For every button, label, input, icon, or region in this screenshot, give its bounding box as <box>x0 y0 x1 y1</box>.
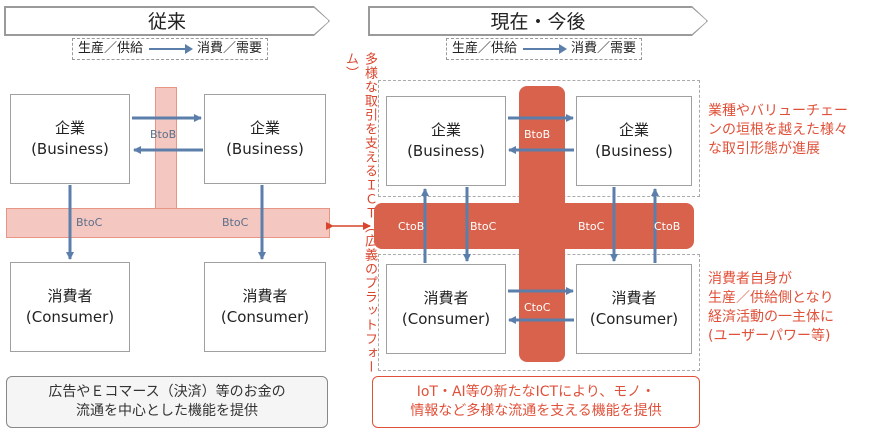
left-header: 従来 <box>5 7 329 35</box>
legend-right: 生産／供給 消費／需要 <box>446 38 642 60</box>
box-label: 消費者 <box>611 289 657 307</box>
legend-to: 消費／需要 <box>197 41 263 56</box>
legend-arrow-icon <box>149 44 193 54</box>
box-label: 企業 <box>430 121 461 139</box>
left-btoc-tag-1: BtoC <box>76 216 103 229</box>
left-btob-tag: BtoB <box>150 128 177 141</box>
legend-to: 消費／需要 <box>571 41 637 56</box>
left-enterprise-box-2: 企業 (Business) <box>204 94 326 184</box>
box-sublabel: (Consumer) <box>401 310 491 328</box>
right-ctob-tag-1: CtoB <box>398 220 425 233</box>
right-btob-tag: BtoB <box>524 128 551 141</box>
right-horizontal-band <box>374 203 694 249</box>
right-note-bottom: 消費者自身が 生産／供給側となり 経済活動の一主体に (ユーザーパワー等) <box>708 270 878 346</box>
right-ctob-tag-2: CtoB <box>654 220 681 233</box>
box-label: 消費者 <box>423 289 469 307</box>
right-btoc-tag-1: BtoC <box>470 220 497 233</box>
note-line: ンの垣根を越えた様々 <box>708 122 848 138</box>
box-sublabel: (Consumer) <box>220 308 310 326</box>
left-enterprise-box-1: 企業 (Business) <box>10 94 130 184</box>
left-consumer-box-1: 消費者 (Consumer) <box>10 262 130 352</box>
legend-from: 生産／供給 <box>451 41 517 56</box>
summary-line: 流通を中心とした機能を提供 <box>76 403 258 419</box>
left-bottom-summary: 広告やＥコマース（決済）等のお金の 流通を中心とした機能を提供 <box>6 376 328 428</box>
right-bottom-summary: IoT・AI等の新たなICTにより、モノ・ 情報など多様な流通を支える機能を提供 <box>372 376 700 428</box>
right-consumer-box-2: 消費者 (Consumer) <box>576 264 692 354</box>
left-consumer-box-2: 消費者 (Consumer) <box>204 262 326 352</box>
right-btoc-tag-2: BtoC <box>578 220 605 233</box>
note-line: 業種やバリューチェー <box>708 103 848 119</box>
note-line: 消費者自身が <box>708 271 792 287</box>
box-label: 企業 <box>618 121 649 139</box>
box-sublabel: (Consumer) <box>589 310 679 328</box>
right-enterprise-box-2: 企業 (Business) <box>576 96 692 186</box>
note-line: な取引形態が進展 <box>708 141 820 157</box>
left-btoc-tag-2: BtoC <box>222 216 249 229</box>
summary-line: IoT・AI等の新たなICTにより、モノ・ <box>416 384 656 400</box>
box-sublabel: (Business) <box>407 142 485 160</box>
right-consumer-box-1: 消費者 (Consumer) <box>386 264 506 354</box>
box-sublabel: (Consumer) <box>25 308 115 326</box>
right-header: 現在・今後 <box>369 7 707 35</box>
box-label: 企業 <box>54 119 85 137</box>
note-line: 生産／供給側となり <box>708 290 834 306</box>
legend-from: 生産／供給 <box>77 41 143 56</box>
summary-line: 広告やＥコマース（決済）等のお金の <box>48 384 286 400</box>
box-sublabel: (Business) <box>31 140 109 158</box>
box-sublabel: (Business) <box>226 140 304 158</box>
legend-left: 生産／供給 消費／需要 <box>72 38 268 60</box>
right-enterprise-box-1: 企業 (Business) <box>386 96 506 186</box>
ict-platform-vertical-note: 多様な取引を支えるＩＣＴ（広義のプラットフォーム） <box>343 52 377 374</box>
right-ctoc-tag: CtoC <box>524 301 551 314</box>
box-sublabel: (Business) <box>595 142 673 160</box>
note-line: 経済活動の一主体に <box>708 309 834 325</box>
left-horizontal-band <box>6 208 330 238</box>
right-note-top: 業種やバリューチェー ンの垣根を越えた様々 な取引形態が進展 <box>708 102 878 159</box>
summary-line: 情報など多様な流通を支える機能を提供 <box>410 403 662 419</box>
legend-arrow-icon <box>523 44 567 54</box>
box-label: 消費者 <box>47 287 93 305</box>
note-line: (ユーザーパワー等) <box>708 328 831 344</box>
box-label: 消費者 <box>242 287 288 305</box>
box-label: 企業 <box>249 119 280 137</box>
